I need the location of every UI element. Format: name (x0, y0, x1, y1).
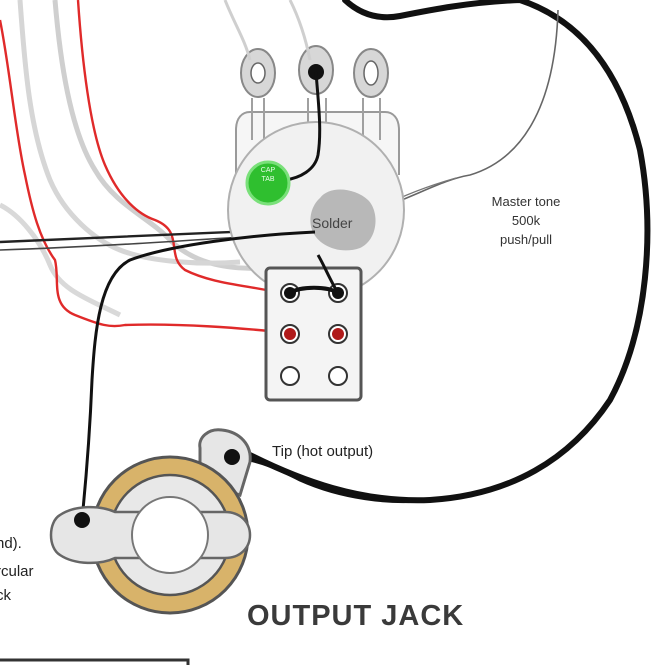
tip-label: Tip (hot output) (272, 443, 374, 460)
green-cap-dot (245, 160, 291, 206)
wire-white-2 (17, 0, 241, 266)
left-cut-text-1: nd). (0, 535, 22, 552)
green-dot-label: CAP TAB (260, 167, 276, 183)
switch-lug-6 (328, 366, 348, 386)
output-jack (49, 428, 252, 615)
wire-black-ground (80, 230, 316, 521)
left-cut-text-2: rcular (0, 563, 34, 580)
wire-white-3 (0, 202, 122, 318)
switch-lug-5 (280, 366, 300, 386)
wire-grey-right (359, 9, 559, 216)
left-cut-text-3: ck (0, 587, 11, 604)
solder-label: Solder (312, 215, 353, 231)
solder-blob (310, 189, 376, 251)
master-tone-label: Master tone 500k push/pull (491, 194, 561, 247)
wire-black-lug (284, 71, 322, 182)
output-jack-label: OUTPUT JACK (247, 600, 465, 632)
wire-red-2 (0, 19, 291, 335)
wire-black-hot (231, 455, 431, 504)
